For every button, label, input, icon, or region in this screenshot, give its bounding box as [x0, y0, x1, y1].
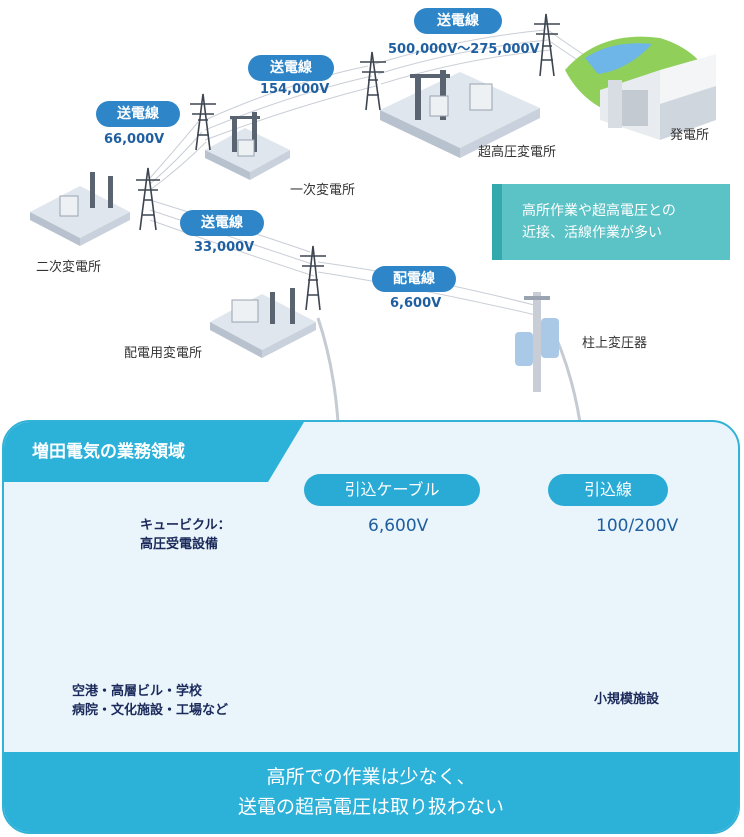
transmission-towers: [136, 13, 560, 311]
ultra-high-substation-illustration: [380, 70, 540, 158]
service-drop-pill: 引込線: [548, 474, 668, 506]
footer-line2: 送電の超高電圧は取り扱わない: [237, 796, 504, 818]
service-drop-voltage: 100/200V: [596, 516, 679, 536]
label-ultra-high-substation: 超高圧変電所: [478, 145, 557, 160]
power-plant-illustration: [565, 36, 716, 140]
cubicle-label-line1: キュービクル：: [140, 518, 231, 533]
line-pill-500kv: 送電線: [414, 8, 502, 34]
label-distribution-substation: 配電用変電所: [124, 346, 203, 361]
line-voltage-66kv: 66,000V: [104, 132, 165, 147]
footer-line1: 高所での作業は少なく、: [266, 766, 476, 788]
label-primary-substation: 一次変電所: [290, 183, 356, 198]
small-facility-label: 小規模施設: [594, 692, 660, 707]
hazard-note-accent: [492, 184, 502, 260]
lead-in-cable-voltage: 6,600V: [368, 516, 429, 536]
hazard-note-line2: 近接、活線作業が多い: [522, 225, 662, 241]
line-pill-66kv: 送電線: [96, 101, 180, 127]
large-facility-line1: 空港・高層ビル・学校: [72, 684, 203, 699]
hazard-note: 高所作業や超高電圧との 近接、活線作業が多い: [492, 184, 730, 260]
hazard-note-line1: 高所作業や超高電圧との: [522, 203, 676, 219]
transmission-wires: [149, 29, 603, 317]
lead-in-cable-pill: 引込ケーブル: [304, 474, 480, 506]
label-pole-transformer: 柱上変圧器: [582, 336, 648, 351]
line-voltage-500kv: 500,000V〜275,000V: [388, 42, 540, 57]
line-voltage-33kv: 33,000V: [194, 240, 255, 255]
line-voltage-6600: 6,600V: [390, 296, 442, 311]
cubicle-label: キュービクル： 高圧受電設備: [140, 516, 231, 554]
cubicle-label-line2: 高圧受電設備: [140, 537, 219, 552]
utility-pole-illustration: [515, 292, 559, 392]
secondary-substation-illustration: [30, 172, 130, 246]
line-pill-33kv: 送電線: [180, 210, 264, 236]
primary-substation-illustration: [205, 112, 290, 180]
large-facility-label: 空港・高層ビル・学校 病院・文化施設・工場など: [72, 682, 228, 720]
distribution-substation-illustration: [210, 288, 316, 358]
line-pill-154kv: 送電線: [248, 55, 334, 81]
business-scope-title: 増田電気の業務領域: [4, 422, 304, 482]
line-pill-distribution: 配電線: [372, 266, 456, 292]
business-scope-footer: 高所での作業は少なく、 送電の超高電圧は取り扱わない: [4, 752, 738, 832]
large-facility-line2: 病院・文化施設・工場など: [72, 703, 229, 718]
label-secondary-substation: 二次変電所: [36, 260, 102, 275]
label-power-plant: 発電所: [670, 128, 710, 143]
line-voltage-154kv: 154,000V: [260, 82, 330, 97]
